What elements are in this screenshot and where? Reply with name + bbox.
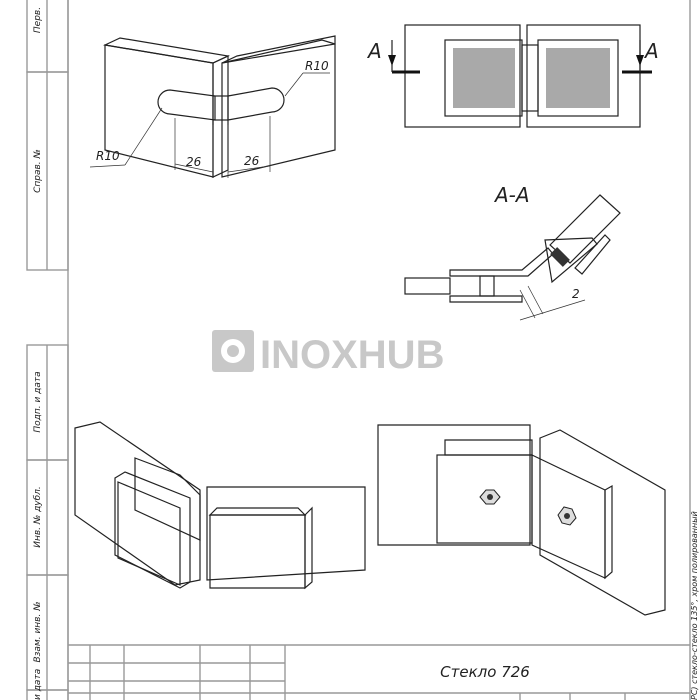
margin-label-perv: Перв.: [33, 7, 43, 33]
side-note: РС) стекло-стекло 135°, хром полированны…: [690, 511, 699, 700]
radius-right: R10: [305, 59, 329, 73]
drawing-title: Стекло 726: [440, 663, 530, 681]
top-view: A A: [366, 24, 659, 128]
section-title: A-A: [493, 183, 530, 207]
dim-gap: 2: [572, 287, 580, 301]
slot-cutout: [157, 87, 285, 121]
section-a-a: A-A 2: [404, 183, 621, 321]
section-mark-left: A: [366, 39, 382, 63]
iso-assembly-left: [74, 421, 366, 590]
title-block: Стекло 726 РС) стекло-стекло 135°, хром …: [68, 511, 699, 700]
radius-left: R10: [96, 149, 120, 163]
margin-label-inv-dubl: Инв. № дубл.: [33, 486, 43, 548]
inoxhub-watermark-logo: INOXHUB: [212, 330, 444, 377]
iso-plates-view: 26 26 R10 R10: [89, 35, 336, 178]
margin-label-data: и дата: [33, 669, 43, 700]
sheet-frame: [26, 0, 691, 700]
dim-26-left: 26: [186, 155, 202, 169]
margin-label-podp: Подп. и дата: [33, 371, 43, 432]
section-mark-right: A: [643, 39, 659, 63]
iso-assembly-right: [377, 424, 666, 616]
margin-label-vzam: Взам. инв. №: [33, 601, 43, 662]
left-plate: [102, 37, 231, 178]
margin-label-sprav: Справ. №: [33, 149, 43, 193]
dim-26-right: 26: [244, 154, 260, 168]
watermark-text: INOXHUB: [260, 333, 444, 377]
margin-labels: Перв. Справ. № Подп. и дата Инв. № дубл.…: [33, 7, 43, 700]
right-plate: [221, 35, 336, 178]
bolt-icon: [479, 489, 501, 505]
bolt-icon: [557, 506, 577, 526]
